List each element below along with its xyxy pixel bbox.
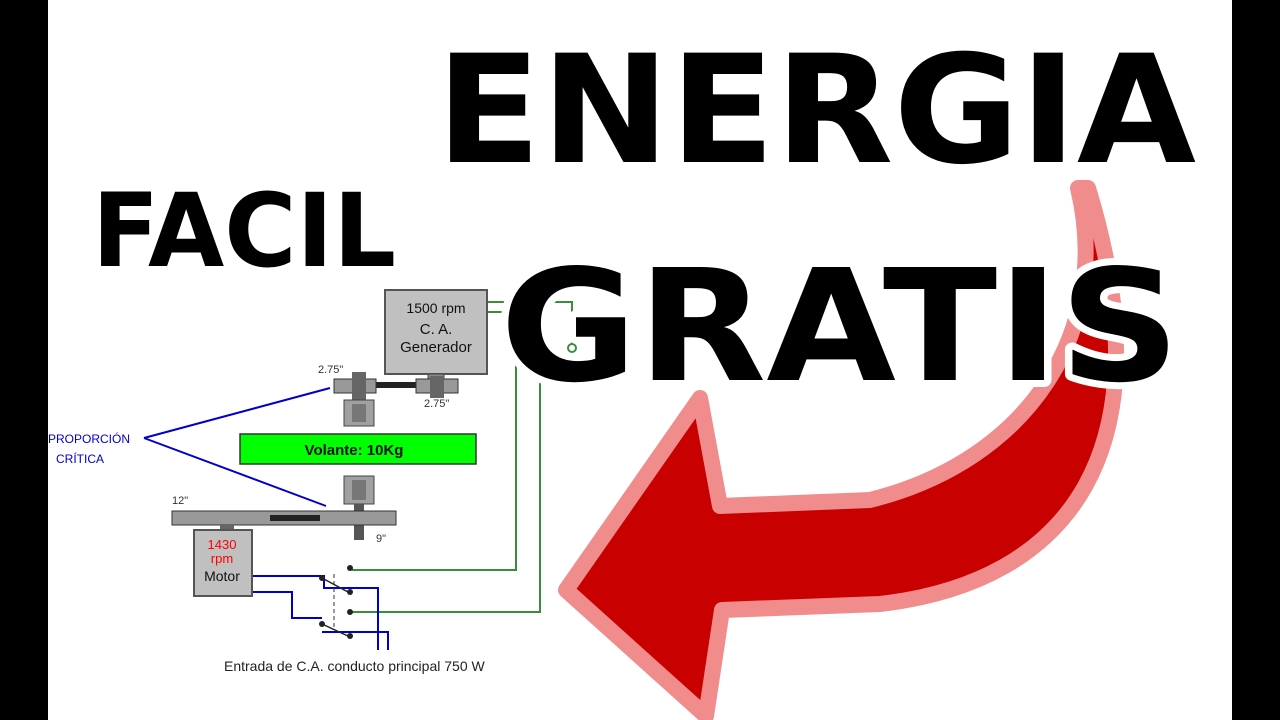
critical-ratio-line1: PROPORCIÓN [48,431,130,446]
pulley-label-upper-left: 2.75" [318,364,343,376]
flywheel-label: Volante: 10Kg [305,442,404,459]
critical-ratio-line2: CRÍTICA [56,451,104,466]
motor-label: Motor [204,568,240,584]
generator-box: 1500 rpm C. A. Generador [384,289,488,375]
lower-pulley-assembly: 12" 9" [171,495,397,545]
red-curved-arrow [558,180,1125,720]
flywheel: Volante: 10Kg [239,433,477,465]
pulley-label-lower-right: 9" [376,533,386,545]
upper-pulley-assembly: 2.75" 2.75" [318,364,459,410]
mains-input-caption: Entrada de C.A. conducto principal 750 W [224,658,485,674]
generator-wires [352,301,577,613]
pulley-label-upper-right: 2.75" [424,398,449,410]
power-diagram: 1500 rpm C. A. Generador 2.75" 2.75" Vol… [48,289,577,674]
pulley-label-lower-left: 12" [172,495,188,507]
critical-ratio-pointers [143,387,331,507]
motor-box: 1430 rpm Motor [193,529,253,597]
generator-name-label: Generador [400,339,472,356]
generator-type-label: C. A. [420,321,453,338]
title-tag-facil: FACIL [92,172,396,291]
switch-contacts [319,565,353,639]
title-line2: GRATIS [500,236,1180,417]
title-line1: ENERGIA [436,24,1196,198]
generator-rpm-label: 1500 rpm [406,300,465,316]
motor-rpm-unit: rpm [211,551,233,566]
motor-rpm-value: 1430 [208,537,237,552]
